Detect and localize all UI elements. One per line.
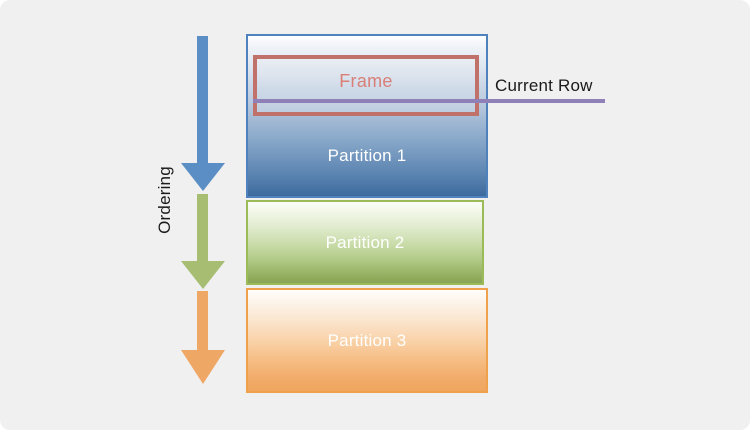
partition-label-3: Partition 3	[327, 331, 407, 350]
arrow-head-green	[181, 261, 225, 289]
ordering-label: Ordering	[155, 166, 174, 234]
partition-label-1: Partition 1	[327, 146, 407, 165]
frame-label: Frame	[339, 71, 393, 91]
arrow-shaft-green	[197, 194, 208, 262]
partition-label-2: Partition 2	[325, 233, 405, 252]
current-row-label: Current Row	[495, 76, 593, 95]
partition-box-2: Partition 2	[246, 200, 484, 285]
partition-box-3: Partition 3	[246, 288, 488, 393]
arrow-shaft-blue	[197, 36, 208, 164]
arrow-head-orange	[181, 350, 225, 384]
frame-box: Frame	[253, 55, 479, 116]
arrow-shaft-orange	[197, 291, 208, 351]
current-row-line	[253, 99, 605, 103]
arrow-head-blue	[181, 163, 225, 191]
